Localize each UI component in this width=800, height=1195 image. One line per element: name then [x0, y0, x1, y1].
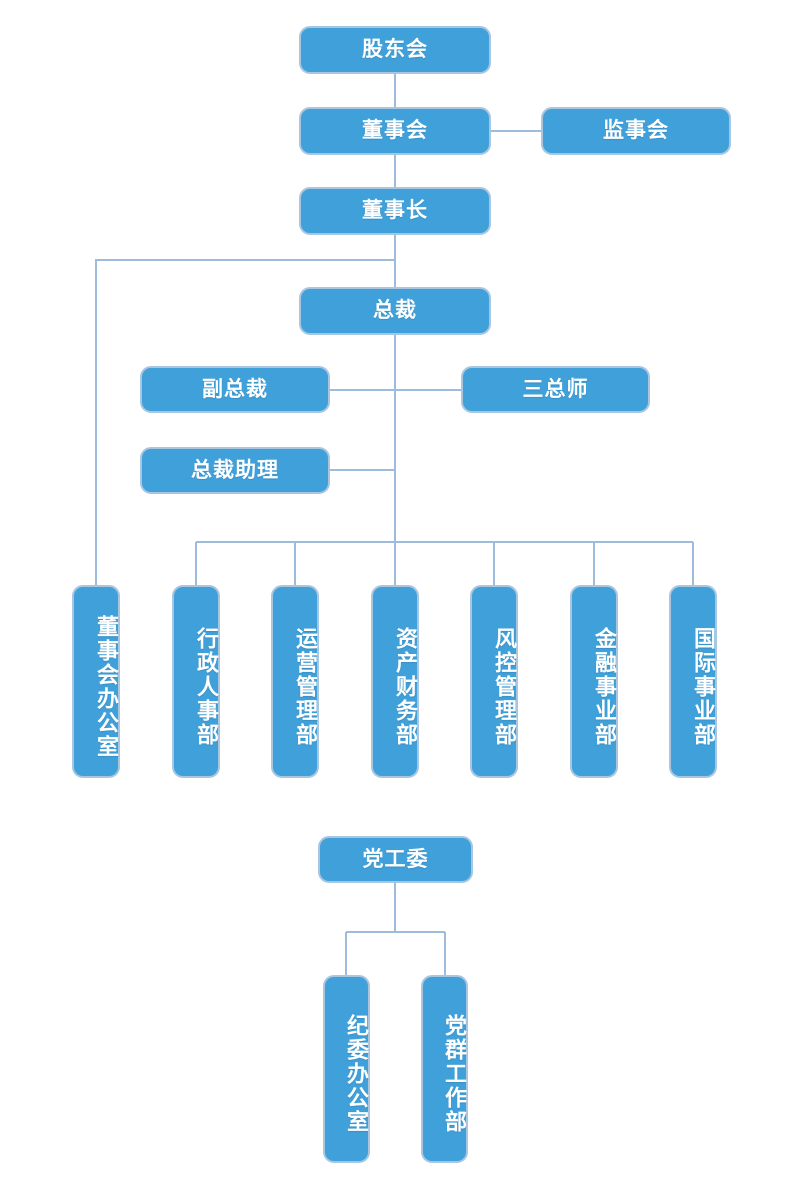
node-vice-president[interactable]: 副总裁 — [140, 366, 330, 413]
node-party-committee[interactable]: 党工委 — [318, 836, 473, 883]
node-label-shareholders: 股东会 — [362, 37, 428, 62]
node-supervisors[interactable]: 监事会 — [541, 107, 731, 155]
node-three-chiefs[interactable]: 三总师 — [461, 366, 650, 413]
node-label-three-chiefs: 三总师 — [522, 376, 589, 401]
node-label-supervisors: 监事会 — [603, 118, 669, 143]
node-label-discipline-office: 纪委办公室 — [343, 1014, 368, 1134]
node-label-admin-hr: 行政人事部 — [193, 626, 218, 747]
node-board[interactable]: 董事会 — [299, 107, 491, 155]
node-risk-control[interactable]: 风控管理部 — [470, 585, 518, 778]
node-financial-unit[interactable]: 金融事业部 — [570, 585, 618, 778]
node-label-president-assist: 总裁助理 — [191, 457, 279, 482]
node-admin-hr[interactable]: 行政人事部 — [172, 585, 220, 778]
node-label-chairman: 董事长 — [362, 198, 428, 223]
node-label-operations: 运营管理部 — [292, 626, 317, 747]
node-label-president: 总裁 — [373, 298, 417, 323]
node-shareholders[interactable]: 股东会 — [299, 26, 491, 74]
node-label-vice-president: 副总裁 — [202, 376, 268, 401]
node-label-party-work-dept: 党群工作部 — [441, 1014, 466, 1134]
node-president-assist[interactable]: 总裁助理 — [140, 447, 330, 494]
node-label-party-committee: 党工委 — [362, 846, 429, 871]
node-label-board-office: 董事会办公室 — [93, 614, 118, 759]
node-label-asset-finance: 资产财务部 — [392, 626, 417, 747]
node-international[interactable]: 国际事业部 — [669, 585, 717, 778]
node-operations[interactable]: 运营管理部 — [271, 585, 319, 778]
node-party-work-dept[interactable]: 党群工作部 — [421, 975, 468, 1163]
node-label-board: 董事会 — [362, 118, 428, 143]
node-chairman[interactable]: 董事长 — [299, 187, 491, 235]
node-label-financial-unit: 金融事业部 — [591, 626, 616, 747]
node-president[interactable]: 总裁 — [299, 287, 491, 335]
node-label-international: 国际事业部 — [690, 626, 715, 747]
node-label-risk-control: 风控管理部 — [491, 626, 516, 747]
node-discipline-office[interactable]: 纪委办公室 — [323, 975, 370, 1163]
node-board-office[interactable]: 董事会办公室 — [72, 585, 120, 778]
node-asset-finance[interactable]: 资产财务部 — [371, 585, 419, 778]
